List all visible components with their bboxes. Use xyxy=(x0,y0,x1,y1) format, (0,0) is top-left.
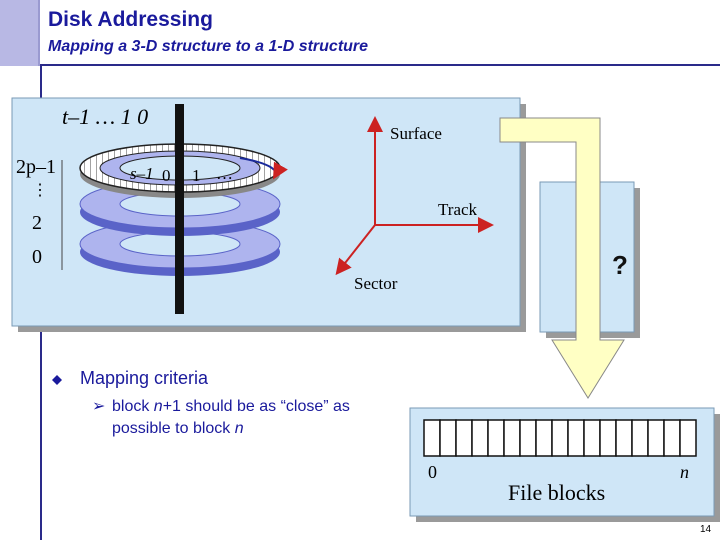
file-block xyxy=(615,419,633,457)
sector-s-label: s–1 xyxy=(130,164,154,183)
top-rule xyxy=(40,64,720,66)
track-top-label: t–1 … 1 0 xyxy=(62,104,149,129)
bullet-diamond xyxy=(52,375,62,385)
file-block xyxy=(535,419,553,457)
axis-surface-label: Surface xyxy=(390,124,442,143)
sector-1-label: 1 xyxy=(192,166,201,185)
file-block xyxy=(487,419,505,457)
file-block xyxy=(583,419,601,457)
spindle xyxy=(175,104,184,314)
axis-sector-label: Sector xyxy=(354,274,398,293)
surface-two-label: 2 xyxy=(32,212,42,234)
file-block xyxy=(519,419,537,457)
file-block xyxy=(647,419,665,457)
surface-zero-label: 0 xyxy=(32,246,42,268)
surface-dots: ⋮ xyxy=(32,182,48,199)
file-block xyxy=(455,419,473,457)
page-number: 14 xyxy=(700,524,712,535)
bullet-mapping-criteria: Mapping criteria xyxy=(80,368,209,388)
axis-track-label: Track xyxy=(438,200,478,219)
block-start-label: 0 xyxy=(428,462,437,482)
file-block xyxy=(567,419,585,457)
question-mark: ? xyxy=(612,250,628,280)
file-block xyxy=(439,419,457,457)
file-block xyxy=(679,419,697,457)
sub-bullet-line1: block n+1 should be as “close” as xyxy=(112,398,350,415)
sub-bullet-arrow: ➢ xyxy=(92,398,106,415)
axes xyxy=(335,116,494,276)
bent-arrow xyxy=(499,117,625,399)
block-end-label: n xyxy=(680,462,689,482)
file-block xyxy=(471,419,489,457)
file-blocks-label: File blocks xyxy=(508,480,606,505)
surface-high-label: 2p–1 xyxy=(16,156,56,178)
file-blocks-row xyxy=(423,419,697,457)
sector-dots-label: … xyxy=(216,164,233,183)
file-block xyxy=(423,419,441,457)
sector-0-label: 0 xyxy=(162,166,171,185)
accent-bar xyxy=(0,0,40,66)
file-block xyxy=(663,419,681,457)
slide-title: Disk Addressing xyxy=(48,8,213,31)
file-block xyxy=(599,419,617,457)
file-block xyxy=(551,419,569,457)
file-block xyxy=(503,419,521,457)
slide-subtitle: Mapping a 3-D structure to a 1-D structu… xyxy=(48,38,369,55)
file-block xyxy=(631,419,649,457)
sub-bullet-line2: possible to block n xyxy=(112,420,244,437)
